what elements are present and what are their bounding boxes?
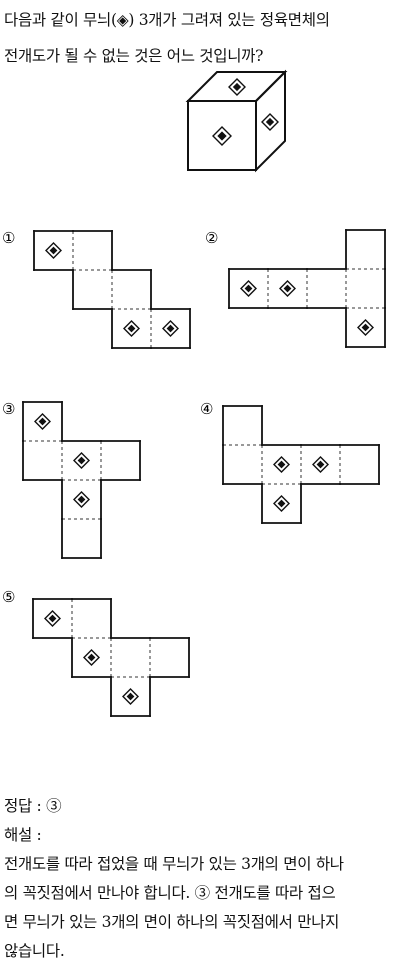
question-line-2: 전개도가 될 수 없는 것은 어느 것입니까? bbox=[4, 47, 264, 65]
pattern-icon bbox=[357, 319, 374, 336]
cube-patterns bbox=[212, 78, 279, 146]
option-3-marker[interactable]: ③ bbox=[2, 400, 15, 418]
option-5-marker[interactable]: ⑤ bbox=[2, 588, 15, 606]
explanation-line-4: 않습니다. bbox=[4, 942, 65, 960]
answer-label: 정답 : ③ bbox=[4, 797, 62, 815]
pattern-icon bbox=[240, 280, 257, 297]
pattern-icon bbox=[73, 452, 90, 469]
explanation-label: 해설 : bbox=[4, 826, 42, 844]
answer-section: 정답 : ③ 해설 : 전개도를 따라 접었을 때 무늬가 있는 3개의 면이 … bbox=[4, 792, 398, 966]
pattern-icon bbox=[122, 688, 139, 705]
cube-figure bbox=[185, 69, 288, 173]
pattern-icon bbox=[212, 126, 232, 146]
option-1-net[interactable] bbox=[33, 230, 191, 349]
option-1-marker[interactable]: ① bbox=[2, 229, 15, 247]
option-5-net[interactable] bbox=[32, 598, 190, 717]
explanation-line-2: 의 꼭짓점에서 만나야 합니다. ③ 전개도를 따라 접으 bbox=[4, 884, 336, 902]
pattern-icon bbox=[279, 280, 296, 297]
option-3-net[interactable] bbox=[22, 401, 141, 559]
option-2-net[interactable] bbox=[228, 229, 386, 348]
pattern-icon bbox=[162, 320, 179, 337]
option-2-marker[interactable]: ② bbox=[205, 229, 218, 247]
pattern-icon bbox=[83, 649, 100, 666]
pattern-icon bbox=[261, 113, 279, 131]
question-line-1: 다음과 같이 무늬(◈) 3개가 그려져 있는 정육면체의 bbox=[4, 11, 330, 29]
explanation-line-1: 전개도를 따라 접었을 때 무늬가 있는 3개의 면이 하나 bbox=[4, 855, 344, 873]
pattern-icon bbox=[34, 413, 51, 430]
pattern-icon bbox=[44, 610, 61, 627]
pattern-icon bbox=[273, 495, 290, 512]
pattern-icon bbox=[228, 78, 246, 96]
option-4-marker[interactable]: ④ bbox=[200, 400, 213, 418]
pattern-icon bbox=[312, 456, 329, 473]
pattern-icon bbox=[73, 491, 90, 508]
pattern-icon bbox=[273, 456, 290, 473]
cube-right-face bbox=[255, 69, 286, 173]
explanation-line-3: 면 무늬가 있는 3개의 면이 하나의 꼭짓점에서 만나지 bbox=[4, 913, 340, 931]
pattern-icon bbox=[45, 242, 62, 259]
pattern-icon bbox=[123, 320, 140, 337]
option-4-net[interactable] bbox=[222, 405, 380, 524]
question-text: 다음과 같이 무늬(◈) 3개가 그려져 있는 정육면체의 전개도가 될 수 없… bbox=[4, 2, 398, 74]
